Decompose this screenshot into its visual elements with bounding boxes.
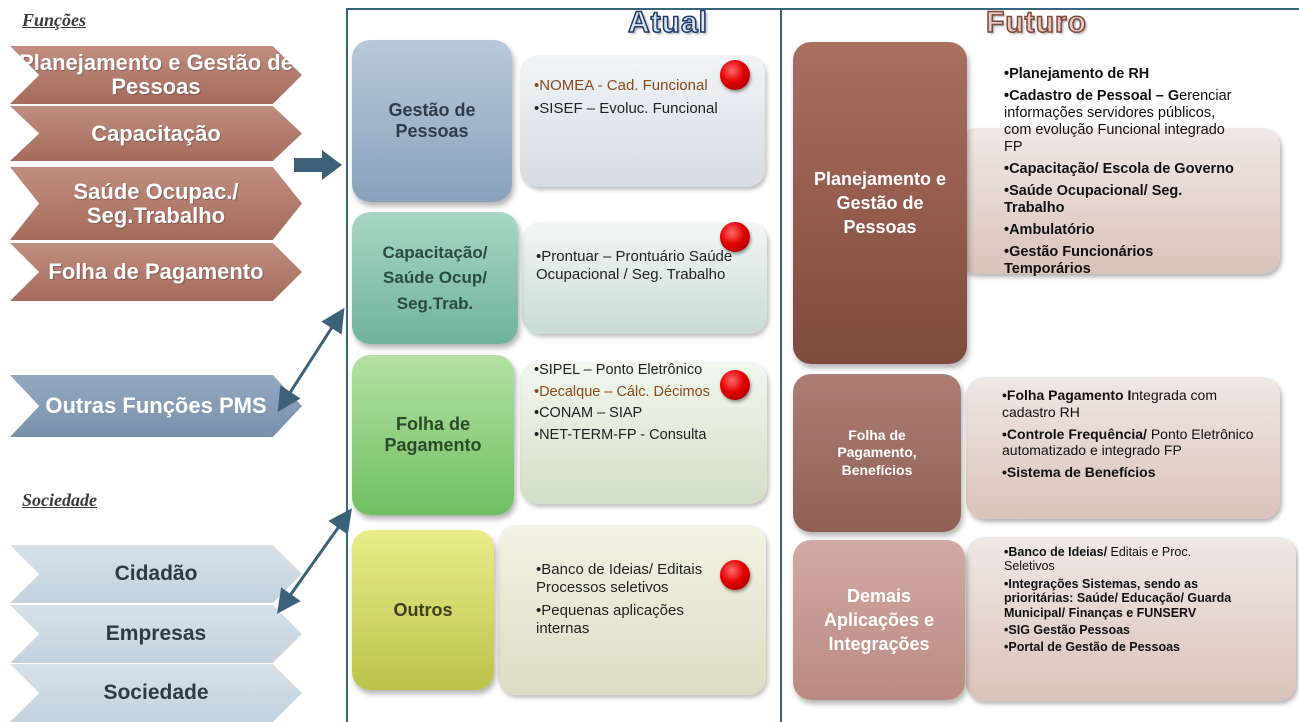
futuro-item: •Cadastro de Pessoal – Gerenciar informa… [1004, 87, 1232, 155]
futuro-detail-bg-planejamento [958, 128, 1280, 274]
futuro-item: Portal de Gestão de Pessoas [1004, 640, 1236, 654]
futuro-item: •Ambulatório [1004, 221, 1095, 238]
futuro-item: Banco de Ideias/ Editais e Proc. Seletiv… [1004, 545, 1236, 574]
status-dot-icon [720, 560, 750, 590]
sociedade-empresas: Empresas [10, 605, 302, 663]
atual-box-gestao-pessoas: Gestão de Pessoas [352, 40, 512, 202]
futuro-item: Folha Pagamento Integrada com cadastro R… [1002, 387, 1260, 421]
double-arrow-sociedade [277, 508, 352, 614]
atual-item-conam: CONAM – SIAP [534, 405, 733, 422]
block-arrow-icon [294, 150, 342, 180]
atual-item-pequenas-aplicacoes: Pequenas aplicações internas [536, 602, 730, 638]
sociedade-cidadao: Cidadão [10, 545, 302, 603]
futuro-item: SIG Gestão Pessoas [1004, 623, 1236, 637]
atual-box-folha-pagamento: Folha de Pagamento [352, 355, 514, 515]
futuro-box-planejamento: Planejamento e Gestão de Pessoas [793, 42, 967, 364]
futuro-item: Sistema de Benefícios [1002, 464, 1260, 481]
atual-item-sisef: SISEF – Evoluc. Funcional [534, 100, 731, 118]
futuro-item: Integrações Sistemas, sendo as prioritár… [1004, 577, 1236, 620]
atual-item-net-term: NET-TERM-FP - Consulta [534, 427, 733, 444]
futuro-item: •Capacitação/ Escola de Governo [1004, 160, 1234, 177]
futuro-detail-folha: Folha Pagamento Integrada com cadastro R… [966, 377, 1280, 519]
sociedade-sociedade: Sociedade [10, 664, 302, 722]
double-arrow-outras [277, 307, 345, 413]
funcao-saude-ocupacional: Saúde Ocupac./ Seg.Trabalho [10, 167, 302, 240]
status-dot-icon [720, 60, 750, 90]
atual-item-banco-ideias: Banco de Ideias/ Editais Processos selet… [536, 561, 730, 597]
status-dot-icon [720, 370, 750, 400]
divider-top [346, 8, 1299, 10]
funcao-planejamento: Planejamento e Gestão de Pessoas [10, 46, 302, 104]
funcao-folha-pagamento: Folha de Pagamento [10, 243, 302, 301]
atual-box-capacitacao: Capacitação/ Saúde Ocup/ Seg.Trab. [352, 212, 518, 344]
futuro-list-planejamento: •Planejamento de RH •Cadastro de Pessoal… [1004, 66, 1234, 282]
divider-left [346, 8, 348, 722]
sociedade-label: Sociedade [22, 490, 97, 510]
status-dot-icon [720, 222, 750, 252]
futuro-detail-demais: Banco de Ideias/ Editais e Proc. Seletiv… [966, 537, 1296, 701]
atual-item-sipel: SIPEL – Ponto Eletrônico [534, 362, 733, 379]
futuro-item: •Planejamento de RH [1004, 66, 1150, 82]
atual-detail-outros: Banco de Ideias/ Editais Processos selet… [498, 525, 766, 695]
futuro-box-demais: Demais Aplicações e Integrações [793, 540, 965, 700]
futuro-item: •Saúde Ocupacional/ Seg. Trabalho [1004, 182, 1183, 216]
divider-middle [780, 8, 782, 722]
futuro-item: •Gestão Funcionários Temporários [1004, 243, 1154, 277]
outras-funcoes-pms: Outras Funções PMS [10, 375, 302, 437]
futuro-title: Futuro [985, 5, 1087, 40]
atual-item-decalque: Decalque – Cálc. Décimos [534, 384, 733, 401]
funcao-capacitacao: Capacitação [10, 106, 302, 161]
atual-item-nomea: NOMEA - Cad. Funcional [534, 77, 731, 95]
funcoes-label: Funções [22, 10, 87, 30]
atual-box-outros: Outros [352, 530, 494, 690]
futuro-item: Controle Frequência/ Ponto Eletrônico au… [1002, 426, 1260, 460]
atual-title: Atual [627, 5, 708, 40]
atual-item-prontuar: Prontuar – Prontuário Saúde Ocupacional … [536, 248, 749, 284]
futuro-box-folha: Folha de Pagamento, Benefícios [793, 374, 961, 532]
